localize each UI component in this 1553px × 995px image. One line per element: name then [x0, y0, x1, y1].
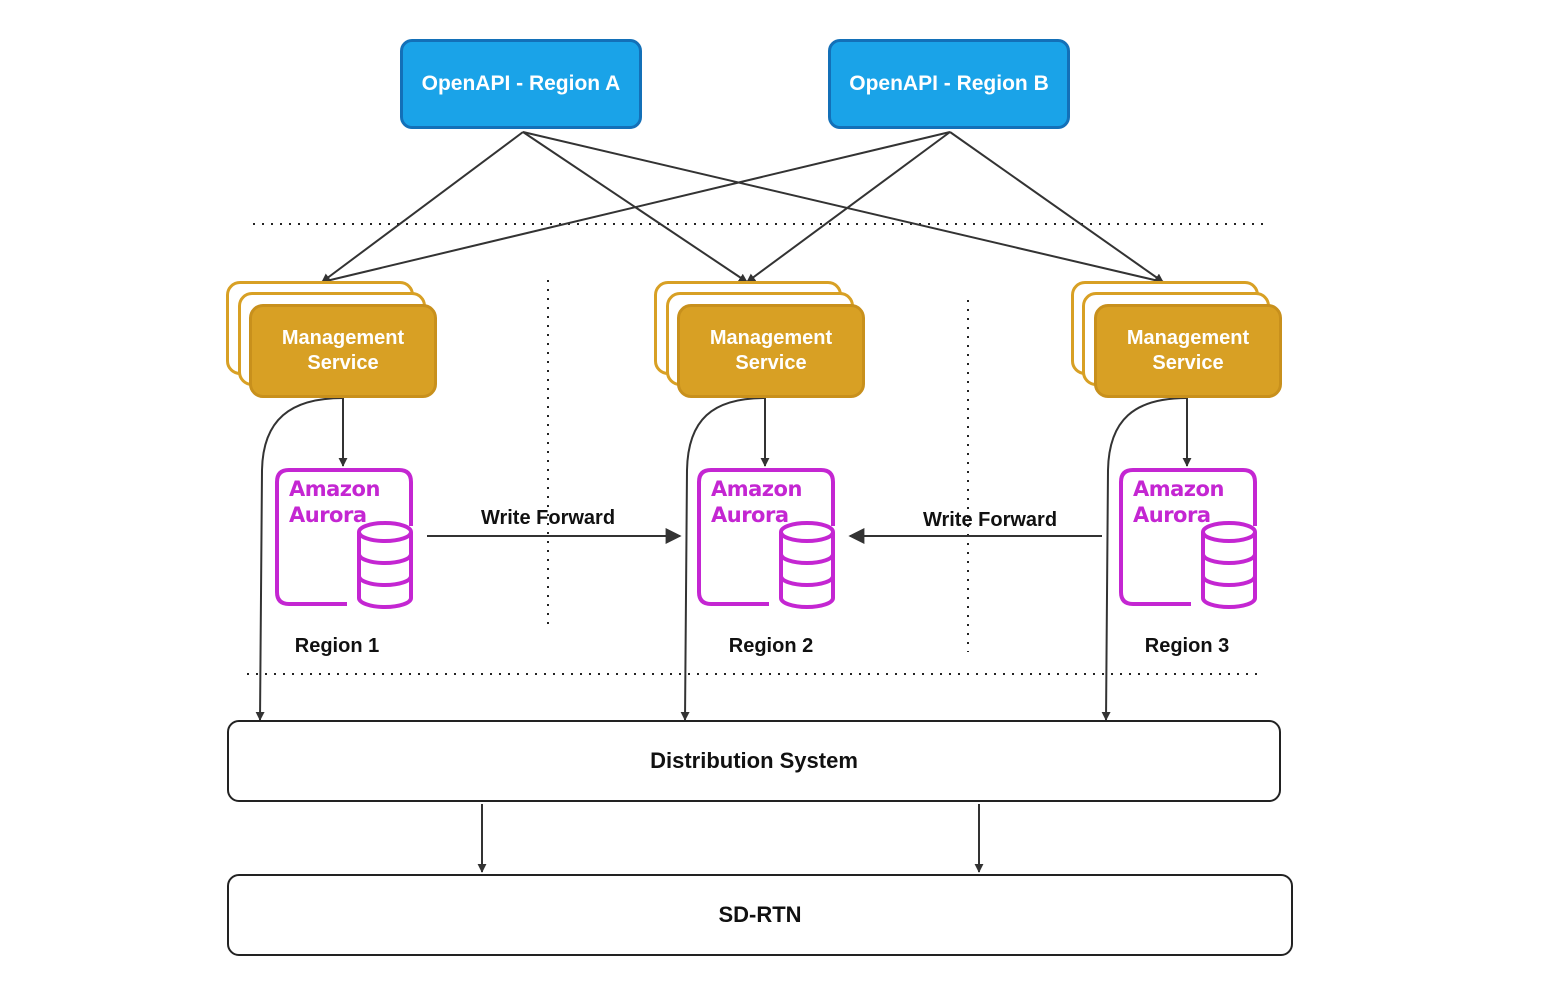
- service-label-line1: Management: [1126, 327, 1250, 349]
- connector-b-to-region2: [746, 131, 951, 283]
- openapi-region-a-label: OpenAPI - Region A: [421, 72, 621, 95]
- amazon-aurora-1: Amazon Aurora: [275, 468, 419, 610]
- aurora-icon-1: [275, 468, 413, 609]
- aurora-label-line1: Amazon: [1133, 477, 1224, 501]
- region-label-2: Region 2: [728, 635, 814, 657]
- sd-rtn-label: SD-RTN: [718, 902, 802, 927]
- distribution-system-label: Distribution System: [650, 748, 858, 773]
- amazon-aurora-3: Amazon Aurora: [1119, 468, 1263, 610]
- aurora-label-line1: Amazon: [289, 477, 380, 501]
- connector-a-to-region1: [321, 131, 524, 283]
- write-forward-label-2: Write Forward: [922, 509, 1058, 531]
- management-service-1: Management Service: [249, 304, 437, 398]
- distribution-system-box: Distribution System: [227, 720, 1281, 802]
- openapi-region-a-box: OpenAPI - Region A: [400, 39, 642, 129]
- service-label-line1: Management: [709, 327, 833, 349]
- connector-service1-to-distribution: [255, 397, 344, 721]
- aurora-label-line1: Amazon: [711, 477, 802, 501]
- service-label-line2: Service: [1152, 352, 1224, 374]
- region-label-3: Region 3: [1144, 635, 1230, 657]
- aurora-label-line2: Aurora: [1133, 503, 1211, 527]
- connector-a-to-region3: [522, 131, 1164, 285]
- connector-b-to-region1: [321, 131, 951, 285]
- connector-service3-to-distribution: [1101, 397, 1188, 721]
- aurora-label-line2: Aurora: [289, 503, 367, 527]
- connector-service2-to-distribution: [680, 397, 766, 721]
- openapi-region-b-box: OpenAPI - Region B: [828, 39, 1070, 129]
- management-service-3: Management Service: [1094, 304, 1282, 398]
- service-label-line1: Management: [281, 327, 405, 349]
- connector-b-to-region3: [949, 131, 1164, 283]
- aurora-icon-2: [697, 468, 835, 609]
- amazon-aurora-2: Amazon Aurora: [697, 468, 841, 610]
- aurora-icon-3: [1119, 468, 1257, 609]
- region-label-1: Region 1: [294, 635, 380, 657]
- sd-rtn-box: SD-RTN: [227, 874, 1293, 956]
- aurora-label-line2: Aurora: [711, 503, 789, 527]
- write-forward-label-1: Write Forward: [480, 507, 616, 529]
- service-label-line2: Service: [307, 352, 379, 374]
- openapi-region-b-label: OpenAPI - Region B: [849, 72, 1049, 95]
- management-service-2: Management Service: [677, 304, 865, 398]
- service-label-line2: Service: [735, 352, 807, 374]
